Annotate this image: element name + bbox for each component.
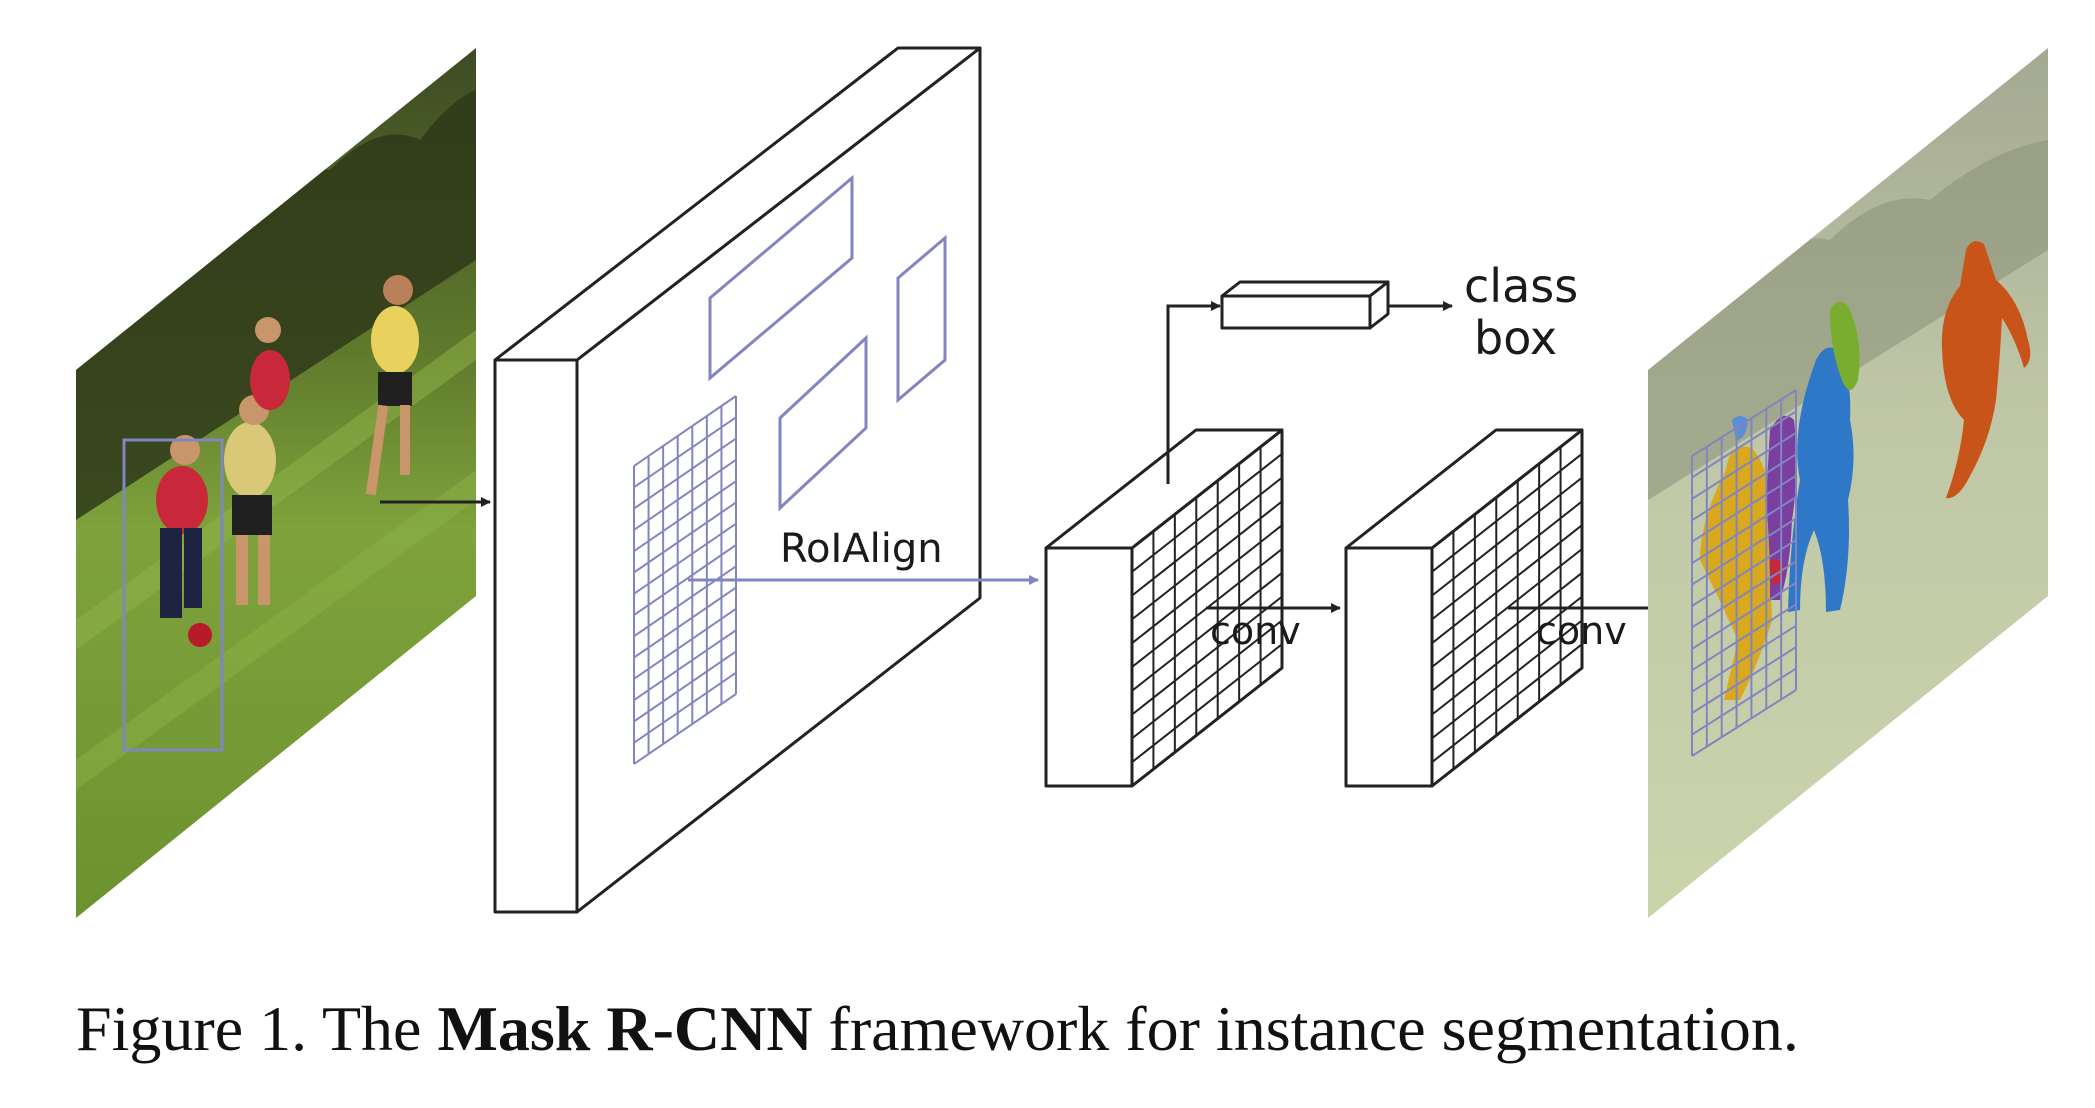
box-label: box xyxy=(1474,311,1557,365)
out-grid-hline xyxy=(1691,560,1797,629)
conv2-grid-hline xyxy=(1431,524,1583,644)
head-branch-arrow xyxy=(1166,301,1221,484)
roi-grid-hline xyxy=(633,437,737,510)
conv2-grid-hline xyxy=(1431,548,1583,668)
mask-yellow xyxy=(1700,446,1780,700)
conv1-grid-hline xyxy=(1131,619,1283,740)
out-grid-hline xyxy=(1691,646,1797,714)
backbone-feature-map xyxy=(493,46,982,914)
conv1-grid-hline xyxy=(1131,667,1283,787)
conv2-grid-hline xyxy=(1431,595,1583,716)
roi-grid-hline xyxy=(633,565,737,638)
class-label: class xyxy=(1464,259,1578,313)
out-grid-hline xyxy=(1691,624,1797,693)
conv2-grid-hline xyxy=(1431,619,1583,740)
conv2-grid-hline xyxy=(1431,643,1583,763)
out-grid-hline xyxy=(1691,539,1797,607)
conv2-grid-hline xyxy=(1431,572,1583,692)
out-grid-hline xyxy=(1691,410,1797,479)
roi-grid-hline xyxy=(633,501,737,574)
fc-head xyxy=(1220,280,1390,330)
out-grid-hline xyxy=(1691,474,1797,543)
out-grid-hline xyxy=(1691,603,1797,672)
conv1-grid-hline xyxy=(1131,572,1283,692)
out-grid-hline xyxy=(1691,582,1797,650)
out-grid-hline xyxy=(1691,389,1797,457)
conv-block-1-grid xyxy=(1131,429,1283,787)
roi-grid-hline xyxy=(633,459,737,531)
figure-caption: Figure 1. The Mask R-CNN framework for i… xyxy=(76,993,1799,1064)
roi-grid-hline xyxy=(633,629,737,701)
conv2-grid-hline xyxy=(1431,476,1583,597)
roi-grid-hline xyxy=(633,608,737,680)
conv2-grid-hline xyxy=(1431,429,1583,549)
roi-grid-hline xyxy=(633,416,737,489)
roialign-label: RoIAlign xyxy=(780,526,943,572)
conv2-grid-hline xyxy=(1431,667,1583,787)
conv2-grid-hline xyxy=(1431,500,1583,621)
out-grid-hline xyxy=(1691,496,1797,564)
out-grid-hline xyxy=(1691,432,1797,500)
mask-orange xyxy=(1941,241,2031,499)
input-photo xyxy=(76,48,476,918)
caption-prefix: Figure 1. The xyxy=(76,993,437,1064)
caption-bold: Mask R-CNN xyxy=(437,993,812,1064)
conv1-grid-hline xyxy=(1131,429,1283,549)
roi-grid-hline xyxy=(633,586,737,659)
roi-grid-hline xyxy=(633,693,737,765)
conv-block-2-grid xyxy=(1431,429,1583,787)
out-grid-hline xyxy=(1691,667,1797,736)
conv-label-1: conv xyxy=(1210,609,1301,653)
conv1-grid-hline xyxy=(1131,453,1283,573)
conv-label-2: conv xyxy=(1536,609,1627,653)
conv1-grid-hline xyxy=(1131,595,1283,716)
output-segmentation xyxy=(1648,48,2048,918)
conv1-grid-hline xyxy=(1131,643,1283,763)
out-grid-hline xyxy=(1691,517,1797,586)
out-grid-hline xyxy=(1691,689,1797,757)
conv1-grid-hline xyxy=(1131,500,1283,621)
conv1-grid-hline xyxy=(1131,476,1283,597)
roi-grid xyxy=(633,395,737,765)
caption-suffix: framework for instance segmentation. xyxy=(813,993,1799,1064)
roi-grid-hline xyxy=(633,650,737,723)
roi-grid-hline xyxy=(633,544,737,616)
mask-blue xyxy=(1788,347,1854,612)
output-mask-grid xyxy=(1691,389,1797,757)
conv2-grid-hline xyxy=(1431,453,1583,573)
region-proposals xyxy=(708,174,947,512)
roi-grid-hline xyxy=(633,395,737,467)
conv1-grid-hline xyxy=(1131,524,1283,644)
out-grid-hline xyxy=(1691,453,1797,522)
mask-green xyxy=(1830,301,1860,390)
roi-grid-hline xyxy=(633,522,737,595)
roi-grid-hline xyxy=(633,671,737,744)
roi-grid-hline xyxy=(633,480,737,552)
